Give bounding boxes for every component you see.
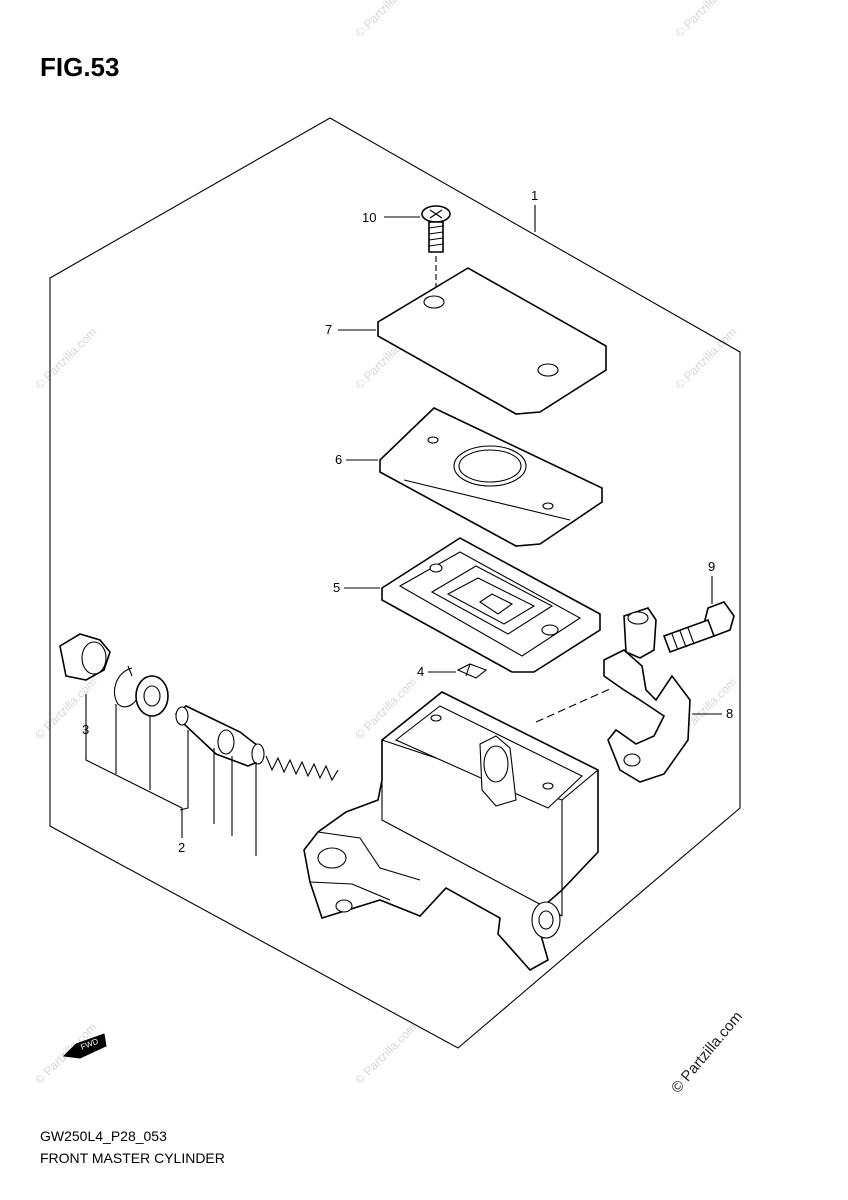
watermark-text: © Partzilla.com bbox=[352, 0, 419, 40]
callout-label: 1 bbox=[531, 188, 538, 203]
callout-label: 2 bbox=[178, 840, 185, 855]
callout-2: 2 bbox=[178, 840, 185, 855]
callout-7: 7 bbox=[325, 322, 376, 337]
part-5-diaphragm bbox=[381, 537, 601, 673]
part-1-master-cylinder-body bbox=[303, 691, 599, 972]
part-washer bbox=[135, 675, 169, 717]
watermark-text: © Partzilla.com bbox=[32, 325, 99, 392]
callout-label: 3 bbox=[82, 722, 89, 737]
callout-label: 4 bbox=[417, 664, 424, 679]
callout-9: 9 bbox=[708, 559, 715, 604]
callout-label: 5 bbox=[333, 580, 340, 595]
part-8-holder bbox=[535, 607, 691, 783]
part-4-clip bbox=[456, 663, 488, 679]
callout-3: 3 bbox=[82, 722, 89, 737]
watermark-text: © Partzilla.com bbox=[32, 675, 99, 742]
part-3-boot bbox=[59, 633, 111, 681]
callout-label: 9 bbox=[708, 559, 715, 574]
part-7-reservoir-cap bbox=[377, 267, 607, 415]
watermark-text: © Partzilla.com bbox=[352, 1020, 419, 1087]
diagram-name: FRONT MASTER CYLINDER bbox=[40, 1150, 225, 1166]
callout-label: 6 bbox=[335, 452, 342, 467]
part-6-diaphragm-plate bbox=[379, 407, 603, 547]
assembly-boundary bbox=[49, 117, 741, 1049]
callout-5: 5 bbox=[333, 580, 380, 595]
callout-1: 1 bbox=[531, 188, 538, 232]
watermark-text: © Partzilla.com bbox=[672, 0, 739, 40]
callout-6: 6 bbox=[335, 452, 378, 467]
callout-label: 10 bbox=[362, 210, 376, 225]
fwd-arrow-icon: FWD bbox=[62, 1033, 107, 1059]
diagram-code: GW250L4_P28_053 bbox=[40, 1128, 167, 1144]
watermark-text: © Partzilla.com bbox=[672, 325, 739, 392]
figure-title: FIG.53 bbox=[40, 52, 120, 82]
callout-label: 7 bbox=[325, 322, 332, 337]
callout-4: 4 bbox=[417, 664, 456, 679]
watermark-corner: © Partzilla.com bbox=[668, 1008, 746, 1096]
callout-10: 10 bbox=[362, 210, 420, 225]
group-bracket-lines bbox=[85, 694, 257, 856]
part-piston bbox=[174, 705, 265, 767]
watermark-layer: © Partzilla.com © Partzilla.com © Partzi… bbox=[32, 0, 739, 1087]
callout-label: 8 bbox=[726, 706, 733, 721]
part-spring bbox=[265, 755, 339, 782]
callout-8: 8 bbox=[692, 706, 733, 721]
part-9-bolt bbox=[662, 601, 735, 654]
